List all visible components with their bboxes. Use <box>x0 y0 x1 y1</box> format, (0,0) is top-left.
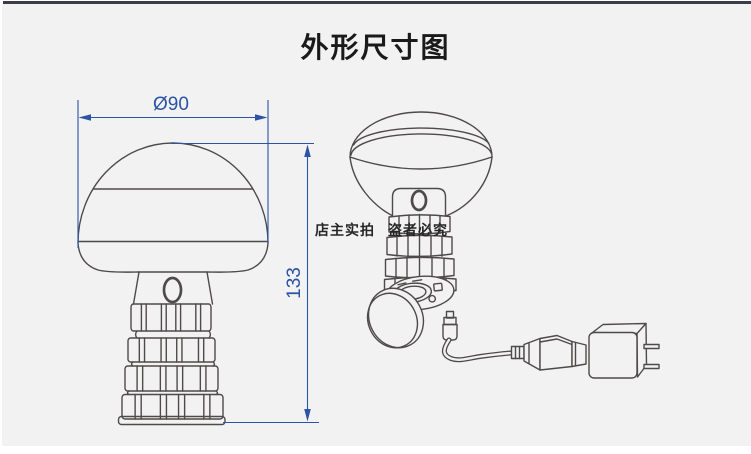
persp-band-1 <box>388 213 451 236</box>
dim-label-diameter: Ø90 <box>153 94 189 115</box>
watermark-text-left: 店主实拍 <box>315 222 375 238</box>
base-plate <box>117 415 226 426</box>
watermark: 店主实拍 盗者必究 <box>315 220 448 240</box>
persp-head <box>349 111 493 219</box>
power-adapter <box>588 322 660 379</box>
arrow-left <box>78 114 91 121</box>
arrow-up <box>304 144 311 157</box>
adapter-front-face <box>588 331 638 379</box>
perspective-view <box>349 111 660 379</box>
watermark-text-right: 盗者必究 <box>388 222 448 238</box>
page-title: 外形尺寸图 <box>300 32 451 63</box>
hanging-hole <box>162 276 183 304</box>
arrow-right <box>255 114 268 121</box>
dc-connector <box>442 310 458 341</box>
dimension-diameter <box>77 100 269 248</box>
front-base <box>117 303 226 426</box>
persp-collar <box>391 187 447 220</box>
front-view <box>77 100 319 426</box>
strain-relief <box>510 345 525 360</box>
dim-label-height: 133 <box>284 267 305 299</box>
dimension-height <box>171 142 319 424</box>
top-border <box>3 1 751 4</box>
persp-band-2 <box>386 234 453 259</box>
usb-plug <box>510 334 587 371</box>
persp-band-3 <box>384 256 455 280</box>
front-head <box>77 142 269 273</box>
usb-cable <box>441 310 516 363</box>
bottom-cap-disc <box>366 287 425 349</box>
hanging-hole-persp <box>410 189 428 212</box>
plug-flare <box>523 337 541 371</box>
persp-column <box>383 187 457 311</box>
switch-dot <box>428 294 437 303</box>
plug-metal-tip <box>571 340 587 368</box>
arrow-down <box>304 409 311 422</box>
usb-port <box>433 282 443 292</box>
front-neck <box>132 271 214 305</box>
adapter-prongs <box>643 343 660 370</box>
